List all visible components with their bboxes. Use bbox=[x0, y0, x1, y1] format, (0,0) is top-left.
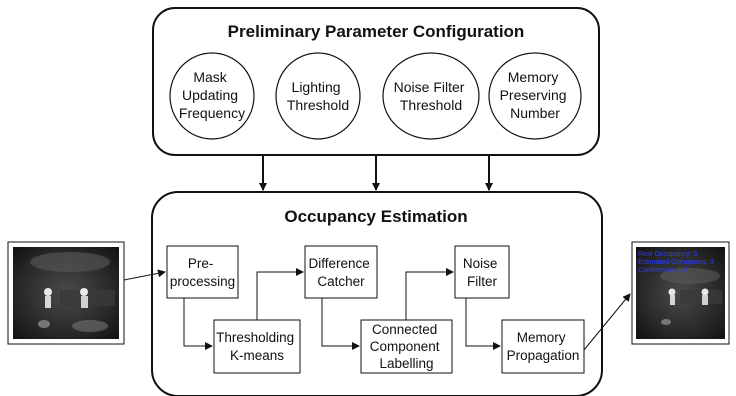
overlay-confidence: Confidence: 1.0 bbox=[638, 267, 687, 274]
svg-text:Connected Component: Connected Component Labelling bbox=[370, 322, 444, 371]
preprocessing-line-1: Pre- bbox=[188, 256, 214, 271]
param-noise-line-2: Threshold bbox=[400, 97, 462, 113]
svg-text:Memory Propagation: Memory Propagation bbox=[507, 330, 580, 363]
step-thresholding: Thresholding K-means bbox=[213, 319, 301, 374]
step-noise-filter: Noise Filter bbox=[454, 245, 510, 299]
noise-line-2: Filter bbox=[467, 274, 498, 289]
step-preprocessing: Pre- processing bbox=[166, 245, 239, 299]
overlay-real-occupancy: Real Occupancy: 3 bbox=[638, 251, 697, 258]
svg-text:Memory Preserving: Memory Preserving Number bbox=[500, 69, 571, 121]
param-noise-line-1: Noise Filter bbox=[394, 79, 465, 95]
input-thermal-image bbox=[7, 241, 125, 345]
difference-line-1: Difference bbox=[308, 256, 369, 271]
param-lighting-line-1: Lighting bbox=[292, 79, 341, 95]
ccl-line-3: Labelling bbox=[379, 356, 433, 371]
arrow-input-to-pre bbox=[123, 269, 166, 281]
svg-text:Thresholding K-means: Thresholding K-means bbox=[216, 330, 298, 363]
param-memory-line-1: Memory bbox=[508, 69, 559, 85]
param-mask-line-3: Frequency bbox=[179, 105, 245, 121]
step-connectors bbox=[183, 268, 501, 350]
ccl-line-2: Component bbox=[370, 339, 440, 354]
preprocessing-line-2: processing bbox=[170, 274, 235, 289]
svg-text:Mask Updating: Mask Updating Frequency bbox=[179, 69, 245, 121]
ccl-line-1: Connected bbox=[372, 322, 437, 337]
memory-line-2: Propagation bbox=[507, 348, 580, 363]
thresholding-line-2: K-means bbox=[230, 348, 284, 363]
estimation-title: Occupancy Estimation bbox=[284, 207, 467, 226]
noise-line-1: Noise bbox=[463, 256, 498, 271]
memory-line-1: Memory bbox=[517, 330, 566, 345]
overlay-estimated-occupancy: Estimated Occupancy: 3 bbox=[638, 259, 714, 266]
param-memory-line-2: Preserving bbox=[500, 87, 567, 103]
step-memory-propagation: Memory Propagation bbox=[501, 319, 585, 374]
param-noise-filter-threshold: Noise Filter Threshold bbox=[382, 52, 480, 140]
svg-text:Noise Filter: Noise Filter bbox=[463, 256, 501, 289]
config-arrows bbox=[259, 155, 493, 191]
config-panel: Preliminary Parameter Configuration Mask… bbox=[152, 7, 600, 156]
arrow-diff-to-ccl bbox=[321, 298, 360, 350]
param-memory-line-3: Number bbox=[510, 105, 560, 121]
config-title: Preliminary Parameter Configuration bbox=[228, 22, 525, 41]
svg-text:Difference Catcher: Difference Catcher bbox=[308, 256, 373, 289]
arrow-pre-to-thresh bbox=[183, 298, 213, 350]
arrow-noise-to-memory bbox=[465, 298, 501, 350]
arrow-ccl-to-noise bbox=[405, 268, 454, 320]
thresholding-line-1: Thresholding bbox=[216, 330, 294, 345]
param-mask-updating-frequency: Mask Updating Frequency bbox=[169, 52, 255, 140]
output-thermal-image: Real Occupancy: 3 Estimated Occupancy: 3… bbox=[631, 241, 730, 345]
arrow-thresh-to-diff bbox=[256, 268, 304, 320]
param-mask-line-1: Mask bbox=[193, 69, 227, 85]
step-difference-catcher: Difference Catcher bbox=[304, 245, 378, 299]
step-connected-component-labelling: Connected Component Labelling bbox=[360, 319, 453, 374]
param-memory-preserving-number: Memory Preserving Number bbox=[488, 52, 582, 140]
param-mask-line-2: Updating bbox=[182, 87, 238, 103]
estimation-panel: Occupancy Estimation Pre- processing Thr… bbox=[151, 191, 603, 396]
param-lighting-threshold: Lighting Threshold bbox=[275, 52, 361, 140]
arrow-memory-to-output bbox=[583, 293, 631, 351]
svg-text:Lighting Threshold: Lighting Threshold bbox=[287, 79, 349, 113]
param-lighting-line-2: Threshold bbox=[287, 97, 349, 113]
difference-line-2: Catcher bbox=[317, 274, 365, 289]
svg-text:Noise Filter Threshold: Noise Filter Threshold bbox=[394, 79, 469, 113]
svg-text:Pre- processing: Pre- processing bbox=[170, 256, 235, 289]
